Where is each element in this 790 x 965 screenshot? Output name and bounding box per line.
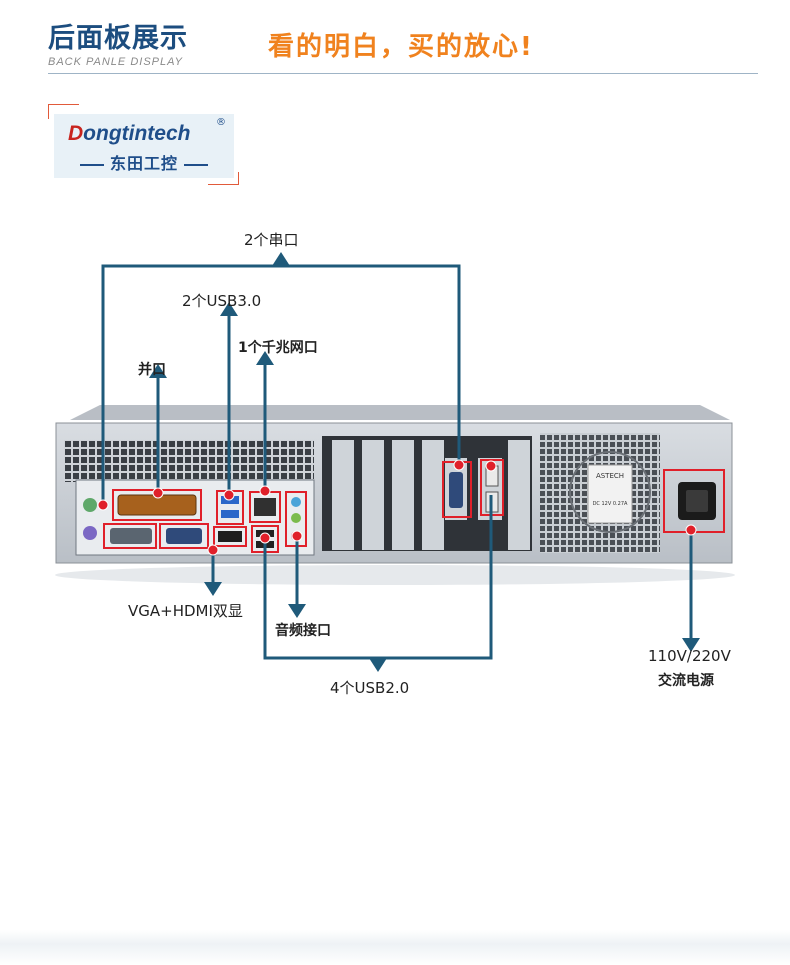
audio-jack-2 bbox=[291, 513, 301, 523]
slogan: 看的明白，买的放心! bbox=[268, 32, 534, 62]
logo-brand-initial: D bbox=[68, 122, 84, 145]
logo-brand-name: Dongtintech bbox=[68, 122, 191, 146]
hdmi-port bbox=[218, 531, 242, 542]
vga-port bbox=[166, 528, 202, 544]
label-usb3-ports: 2个USB3.0 bbox=[182, 292, 262, 310]
psu-rating: DC 12V 0.27A bbox=[593, 501, 628, 507]
registered-mark: ® bbox=[216, 117, 226, 128]
label-power-type: 交流电源 bbox=[658, 673, 714, 689]
brand-logo: Dongtintech ® 东田工控 bbox=[54, 114, 234, 178]
audio-jack-1 bbox=[291, 497, 301, 507]
header-divider bbox=[48, 73, 758, 74]
logo-corner-top-left bbox=[48, 104, 79, 119]
logo-brand-rest: ongtintech bbox=[83, 122, 191, 145]
label-vga-hdmi: VGA+HDMI双显 bbox=[128, 602, 243, 620]
label-gigabit-lan: 1个千兆网口 bbox=[238, 340, 318, 356]
psu-fan bbox=[569, 451, 651, 533]
chassis-top bbox=[70, 405, 730, 420]
logo-chinese-name: 东田工控 bbox=[54, 150, 234, 174]
power-socket-inner bbox=[686, 490, 708, 512]
page-subtitle: BACK PANLE DISPLAY bbox=[48, 56, 183, 68]
callout-dots bbox=[97, 459, 697, 556]
psu-label bbox=[587, 464, 633, 524]
vent-mesh-left bbox=[64, 440, 314, 482]
label-audio-jacks: 音频接口 bbox=[275, 623, 331, 639]
serial-port-db9 bbox=[110, 528, 152, 544]
chassis-shadow bbox=[55, 565, 735, 585]
usb3-port-2 bbox=[221, 510, 239, 518]
label-serial-ports: 2个串口 bbox=[244, 231, 299, 249]
label-parallel-port: 并口 bbox=[138, 362, 166, 378]
page-title: 后面板展示 bbox=[48, 23, 188, 54]
psu-brand: ASTECH bbox=[596, 472, 624, 480]
ps2-mouse-port bbox=[83, 526, 97, 540]
label-power-voltage: 110V/220V bbox=[648, 647, 731, 665]
rear-serial-port bbox=[449, 472, 463, 508]
logo-corner-bottom-right bbox=[208, 172, 239, 185]
callout-arrows bbox=[149, 252, 700, 672]
ps2-keyboard-port bbox=[83, 498, 97, 512]
lan-port bbox=[254, 498, 276, 516]
label-usb2-ports: 4个USB2.0 bbox=[330, 679, 410, 697]
bottom-shadow-bar bbox=[0, 930, 790, 965]
